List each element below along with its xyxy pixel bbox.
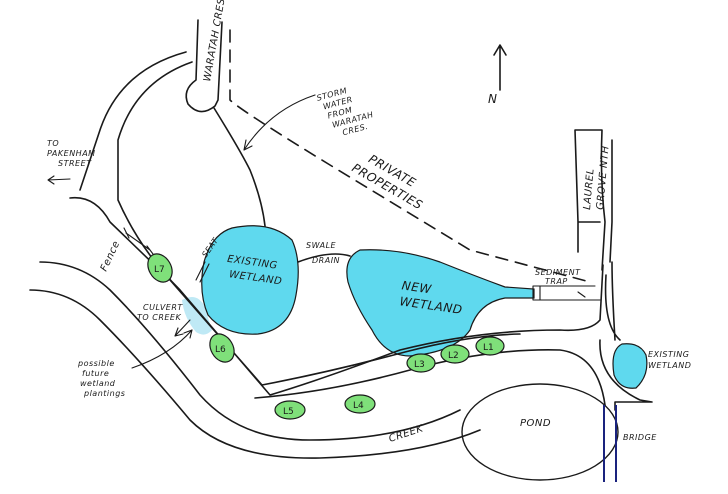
culvert-arrow bbox=[174, 319, 191, 337]
svg-text:L6: L6 bbox=[215, 345, 226, 355]
svg-text:possible: possible bbox=[77, 359, 115, 368]
svg-text:TO CREEK: TO CREEK bbox=[137, 313, 181, 322]
east-existing-wetland-pond bbox=[612, 343, 648, 389]
storm-water-label: STORM WATER FROM WARATAH CRES. bbox=[316, 86, 375, 137]
planting-l6: L6 bbox=[209, 333, 235, 363]
pond-label: POND bbox=[520, 418, 551, 429]
creek-line bbox=[29, 261, 481, 459]
svg-text:L1: L1 bbox=[483, 343, 494, 353]
pond bbox=[461, 383, 619, 481]
svg-text:PAKENHAM: PAKENHAM bbox=[47, 149, 96, 158]
planting-l3: L3 bbox=[406, 353, 436, 373]
storm-water-arrow bbox=[243, 94, 316, 151]
svg-text:TRAP: TRAP bbox=[545, 277, 568, 286]
culvert-label: CULVERT TO CREEK bbox=[137, 303, 183, 322]
swale-drain-label: SWALE DRAIN bbox=[306, 241, 340, 265]
svg-text:NEW: NEW bbox=[401, 278, 433, 296]
planting-l7: L7 bbox=[147, 253, 173, 283]
svg-text:STREET: STREET bbox=[58, 159, 92, 168]
svg-text:L2: L2 bbox=[448, 351, 459, 361]
svg-text:L3: L3 bbox=[414, 360, 425, 370]
bridge-label: BRIDGE bbox=[623, 433, 657, 442]
waratah-road bbox=[185, 19, 223, 113]
northwest-road bbox=[69, 51, 604, 396]
main-path-lower bbox=[254, 333, 606, 406]
east-existing-wetland-label: EXISTING WETLAND bbox=[648, 350, 691, 370]
fence-line bbox=[123, 227, 154, 255]
property-boundary bbox=[229, 29, 591, 283]
svg-text:DRAIN: DRAIN bbox=[312, 256, 340, 265]
fence-label: Fence bbox=[99, 239, 123, 273]
planting-l4: L4 bbox=[344, 394, 376, 414]
west-arrow-icon bbox=[47, 175, 71, 185]
storm-water-drain bbox=[213, 107, 266, 227]
north-label: N bbox=[488, 92, 497, 106]
svg-text:L7: L7 bbox=[154, 265, 165, 275]
planting-l1: L1 bbox=[475, 336, 505, 356]
swale-drain bbox=[297, 253, 351, 263]
svg-text:WETLAND: WETLAND bbox=[648, 361, 691, 370]
svg-text:L5: L5 bbox=[283, 407, 294, 417]
svg-text:wetland: wetland bbox=[80, 379, 116, 388]
svg-text:plantings: plantings bbox=[83, 389, 125, 398]
svg-text:EXISTING: EXISTING bbox=[648, 350, 689, 359]
plantings-arrow bbox=[131, 329, 193, 369]
north-arrow-icon bbox=[493, 44, 507, 91]
sediment-trap-label: SEDIMENT TRAP bbox=[535, 268, 581, 286]
svg-text:GROVE NTH: GROVE NTH bbox=[595, 145, 612, 210]
waratah-label: WARATAH CRES bbox=[202, 0, 228, 83]
existing-wetland-pond bbox=[201, 225, 299, 335]
sediment-trap bbox=[532, 285, 601, 301]
laurel-grove-label: LAUREL GROVE NTH bbox=[582, 145, 612, 210]
svg-text:L4: L4 bbox=[353, 401, 364, 411]
svg-text:CULVERT: CULVERT bbox=[143, 303, 183, 312]
planting-l5: L5 bbox=[274, 400, 306, 420]
plantings-label: possible future wetland plantings bbox=[77, 359, 125, 398]
culvert-area bbox=[182, 296, 212, 335]
svg-text:SWALE: SWALE bbox=[306, 241, 337, 250]
laurel-grove-road bbox=[574, 129, 621, 341]
seat-marker bbox=[195, 261, 210, 283]
svg-text:LAUREL: LAUREL bbox=[582, 168, 597, 210]
svg-text:future: future bbox=[82, 369, 109, 378]
planting-l2: L2 bbox=[440, 344, 470, 364]
svg-text:SEDIMENT: SEDIMENT bbox=[535, 268, 581, 277]
svg-text:TO: TO bbox=[47, 139, 59, 148]
pakenham-label: TO PAKENHAM STREET bbox=[47, 139, 96, 185]
creek-label: CREEK bbox=[388, 423, 426, 445]
